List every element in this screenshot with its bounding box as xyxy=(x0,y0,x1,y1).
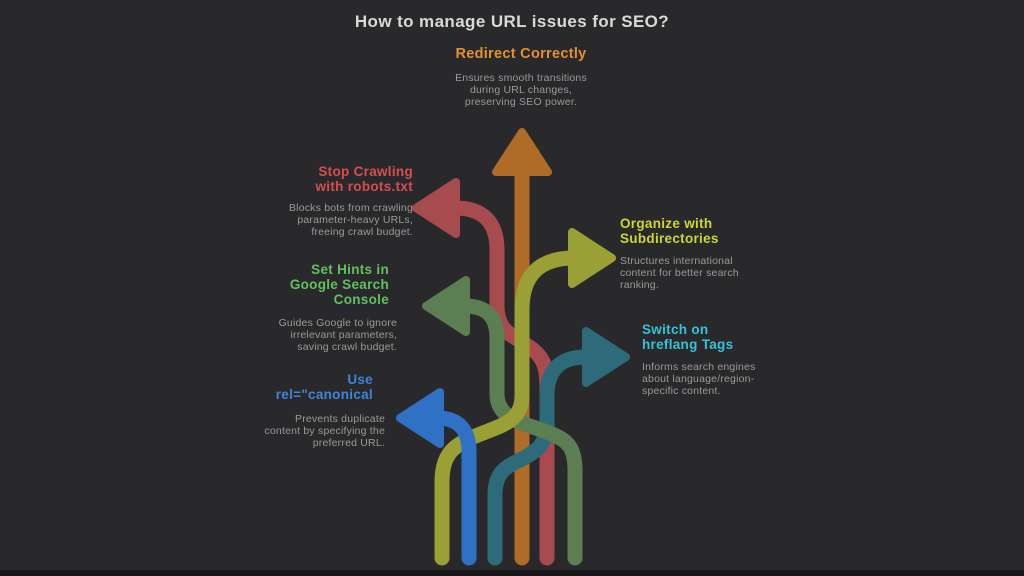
hreflang-arrow-shaft xyxy=(487,349,594,566)
organize-subdirectories-heading: Organize with Subdirectories xyxy=(620,216,719,246)
stop-crawling-arrowhead-left-icon xyxy=(412,178,460,238)
stop-crawling-description: Blocks bots from crawling parameter-heav… xyxy=(288,202,413,238)
page-title: How to manage URL issues for SEO? xyxy=(354,12,670,31)
stop-crawling-heading: Stop Crawling with robots.txt xyxy=(315,164,413,194)
search-console-arrowhead-left-icon xyxy=(422,276,470,336)
set-hints-heading: Set Hints in Google Search Console xyxy=(289,262,389,307)
use-canonical-description: Prevents duplicate content by specifying… xyxy=(264,413,385,449)
switch-hreflang-heading: Switch on hreflang Tags xyxy=(642,322,734,352)
organize-subdirectories-description: Structures international content for bet… xyxy=(620,255,739,291)
hreflang-arrowhead-right-icon xyxy=(582,327,630,387)
subdirectories-arrow-shaft xyxy=(434,250,582,566)
set-hints-description: Guides Google to ignore irrelevant param… xyxy=(278,317,397,353)
bottom-letterbox-bar xyxy=(0,570,1024,576)
use-canonical-heading: Use rel="canonical xyxy=(275,372,373,402)
redirect-arrowhead-up-icon xyxy=(492,128,552,176)
switch-hreflang-description: Informs search engines about language/re… xyxy=(642,361,756,397)
canonical-arrowhead-left-icon xyxy=(396,388,444,448)
subdirectories-arrowhead-right-icon xyxy=(568,228,616,288)
redirect-correctly-heading: Redirect Correctly xyxy=(455,46,587,62)
redirect-correctly-description: Ensures smooth transitions during URL ch… xyxy=(455,72,587,108)
